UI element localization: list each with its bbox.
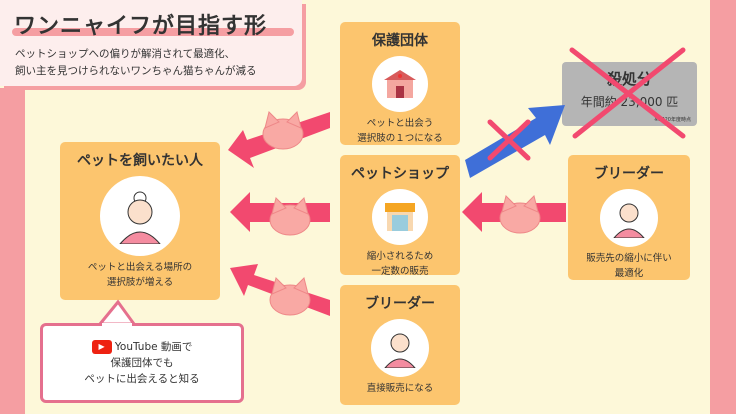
shelter-icon (372, 56, 428, 112)
petshop-card: ペットショップ 縮小されるため一定数の販売 (340, 155, 460, 277)
culling-title: 殺処分 (606, 70, 652, 88)
card-text: 販売先の縮小に伴い (586, 253, 672, 264)
owner-card: ペットを飼いたい人 ペットと出会える場所の選択肢が増える (60, 142, 220, 300)
subtitle: ペットショップへの偏りが解消されて最適化、 飼い主を見つけられないワンちゃん猫ち… (15, 46, 257, 80)
title-underline (12, 28, 294, 36)
title-box: ワンニャイフが目指す形 ペットショップへの偏りが解消されて最適化、 飼い主を見つ… (0, 0, 302, 86)
woman-icon (100, 176, 180, 256)
culling-count: 年間約 23,000 匹 (580, 95, 679, 109)
arrow-shop-to-owner (230, 192, 330, 232)
youtube-bubble: ▶ YouTube 動画で 保護団体でも ペットに出会えると知る (40, 323, 244, 403)
breeder-bottom-card: ブリーダー 直接販売になる (340, 285, 460, 405)
bubble-line: ペットに出会えると知る (84, 373, 200, 385)
card-title: ブリーダー (594, 166, 664, 182)
card-text: 最適化 (614, 268, 644, 279)
culling-box: 殺処分 年間約 23,000 匹 ※2020年度時点 (562, 62, 697, 126)
shelter-card: 保護団体 ペットと出会う選択肢の１つになる (340, 22, 460, 145)
card-title: ペットを飼いたい人 (77, 153, 203, 169)
arrow-breeder-to-shop (462, 192, 566, 232)
card-title: ペットショップ (351, 166, 449, 182)
subtitle-line: 飼い主を見つけられないワンちゃん猫ちゃんが減る (15, 65, 257, 77)
person-icon (600, 189, 658, 247)
right-border (710, 0, 736, 414)
card-text: 縮小されるため (366, 251, 434, 262)
arrow-shelter-to-owner (228, 112, 330, 168)
card-text: ペットと出会う (366, 118, 434, 129)
card-title: 保護団体 (372, 33, 428, 49)
bubble-tail (96, 299, 137, 326)
shop-icon (372, 189, 428, 245)
youtube-icon: ▶ (91, 340, 112, 354)
left-border (0, 88, 25, 414)
arrow-breeder-to-owner (230, 264, 330, 316)
card-text: ペットと出会える場所の (87, 262, 193, 273)
cross-mark (487, 119, 531, 161)
breeder-right-card: ブリーダー 販売先の縮小に伴い最適化 (568, 155, 690, 280)
card-title: ブリーダー (365, 296, 435, 312)
card-text: 一定数の販売 (371, 266, 429, 277)
card-text: 選択肢の１つになる (357, 133, 443, 144)
card-text: 選択肢が増える (106, 277, 174, 288)
culling-note: ※2020年度時点 (654, 117, 691, 123)
arrow-to-culling (465, 105, 565, 178)
bubble-line: YouTube 動画で (114, 341, 193, 353)
page-title: ワンニャイフが目指す形 (14, 14, 268, 39)
person-icon (371, 319, 429, 377)
bubble-line: 保護団体でも (110, 357, 174, 369)
card-text: 直接販売になる (366, 383, 434, 394)
subtitle-line: ペットショップへの偏りが解消されて最適化、 (15, 48, 236, 60)
